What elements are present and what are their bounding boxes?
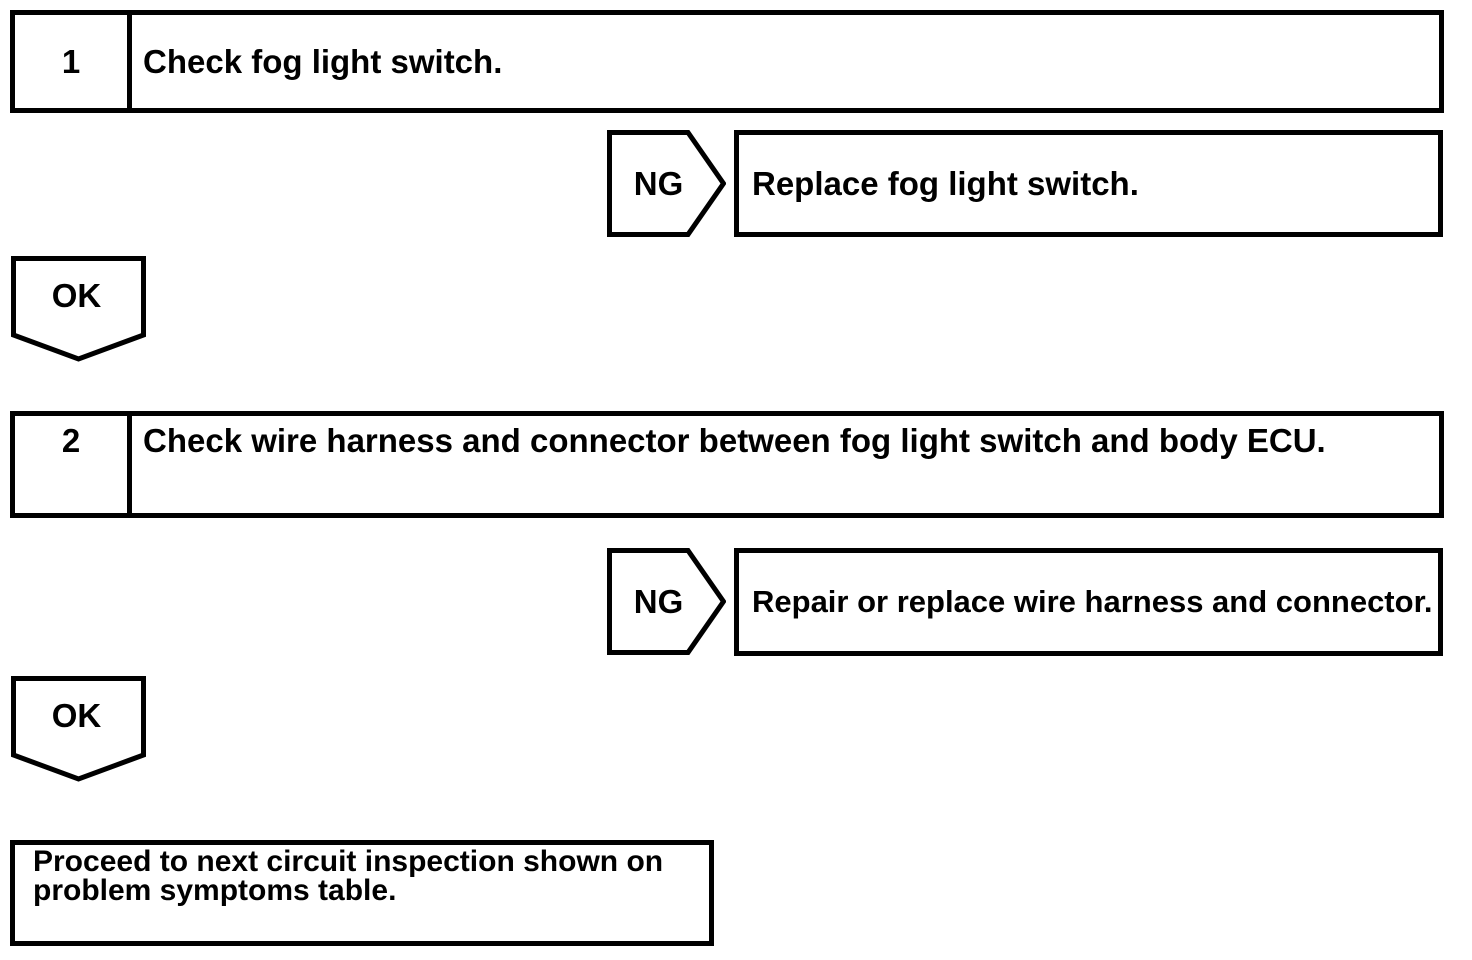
conclusion-box: Proceed to next circuit inspection shown… (10, 840, 714, 946)
ng-arrow-icon (607, 548, 726, 655)
ok-arrow-icon (11, 676, 146, 782)
ng-label-1: NG (633, 164, 684, 202)
ng-action-2-text: Repair or replace wire harness and conne… (752, 584, 1433, 619)
ng-label-2: NG (633, 582, 684, 620)
ok-label-1: OK (51, 276, 102, 314)
step-1-number: 1 (15, 15, 132, 108)
step-2-number: 2 (15, 416, 132, 513)
ng-action-1-box: Replace fog light switch. (734, 130, 1443, 237)
step-1-instruction: Check fog light switch. (143, 42, 503, 80)
ng-action-2-box: Repair or replace wire harness and conne… (734, 548, 1443, 656)
ok-label-2: OK (51, 696, 102, 734)
ng-connector-1: NG (607, 130, 726, 237)
step-2-box: 2 Check wire harness and connector betwe… (10, 411, 1444, 518)
ok-connector-1: OK (11, 256, 146, 362)
ng-action-1-text: Replace fog light switch. (752, 164, 1139, 202)
ng-arrow-icon (607, 130, 726, 237)
step-2-instruction: Check wire harness and connector between… (143, 422, 1326, 459)
ok-arrow-icon (11, 256, 146, 362)
conclusion-text: Proceed to next circuit inspection shown… (33, 845, 664, 907)
ng-connector-2: NG (607, 548, 726, 655)
step-1-box: 1 Check fog light switch. (10, 10, 1444, 113)
ok-connector-2: OK (11, 676, 146, 782)
